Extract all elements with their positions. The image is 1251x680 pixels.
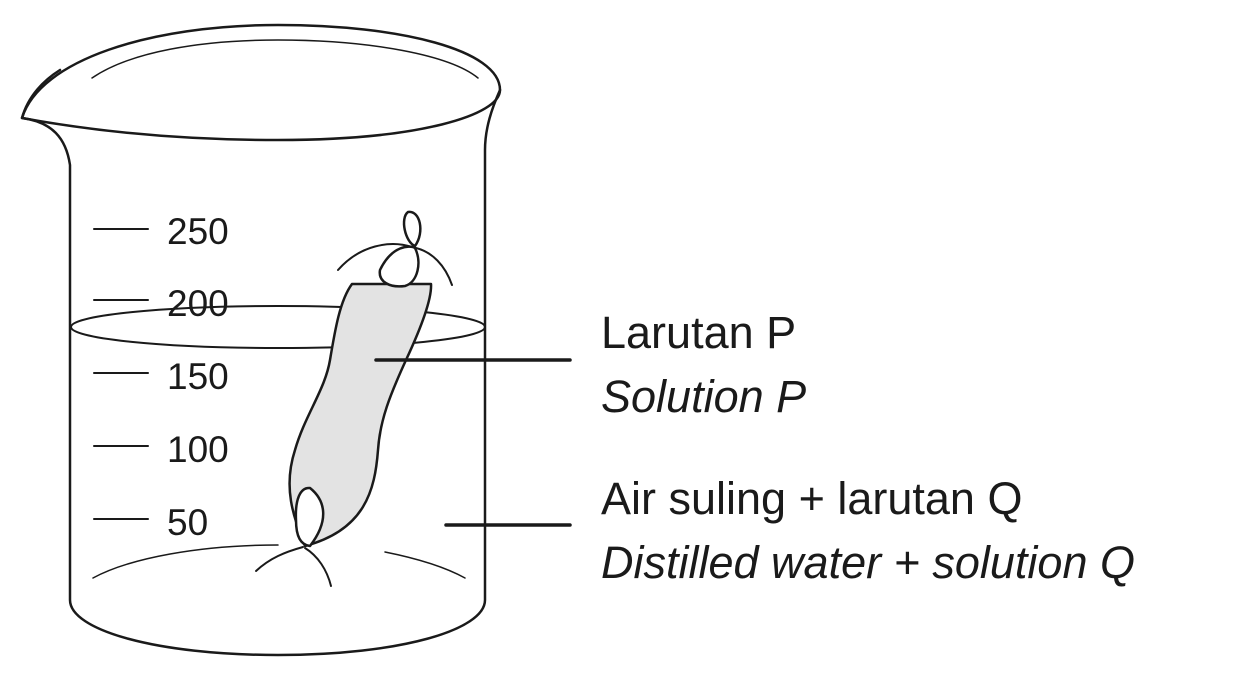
label-solution-p-english: Solution P [601,371,807,422]
label-solution-p-malay: Larutan P [601,307,797,358]
bottom-tie-knot [294,486,325,548]
top-tie-knot [378,245,420,288]
liquid-surface [70,305,486,349]
bottom-tie-string-right [304,547,332,587]
scale-label-50: 50 [167,502,208,543]
top-tie-tip [402,210,422,248]
beaker-bottom-left [92,544,279,579]
beaker-bottom-right [384,551,466,579]
label-mixture-malay: Air suling + larutan Q [601,473,1023,524]
top-tie-string-right [415,247,453,286]
scale-label-200: 200 [167,283,229,324]
bottom-tie-string-left [255,546,304,572]
top-tie-string-left [337,243,413,271]
beaker-rim [20,23,502,142]
scale-label-100: 100 [167,429,229,470]
scale-label-250: 250 [167,211,229,252]
scale-label-150: 150 [167,356,229,397]
label-mixture-english: Distilled water + solution Q [601,537,1135,588]
beaker-rim-inner [91,39,479,79]
